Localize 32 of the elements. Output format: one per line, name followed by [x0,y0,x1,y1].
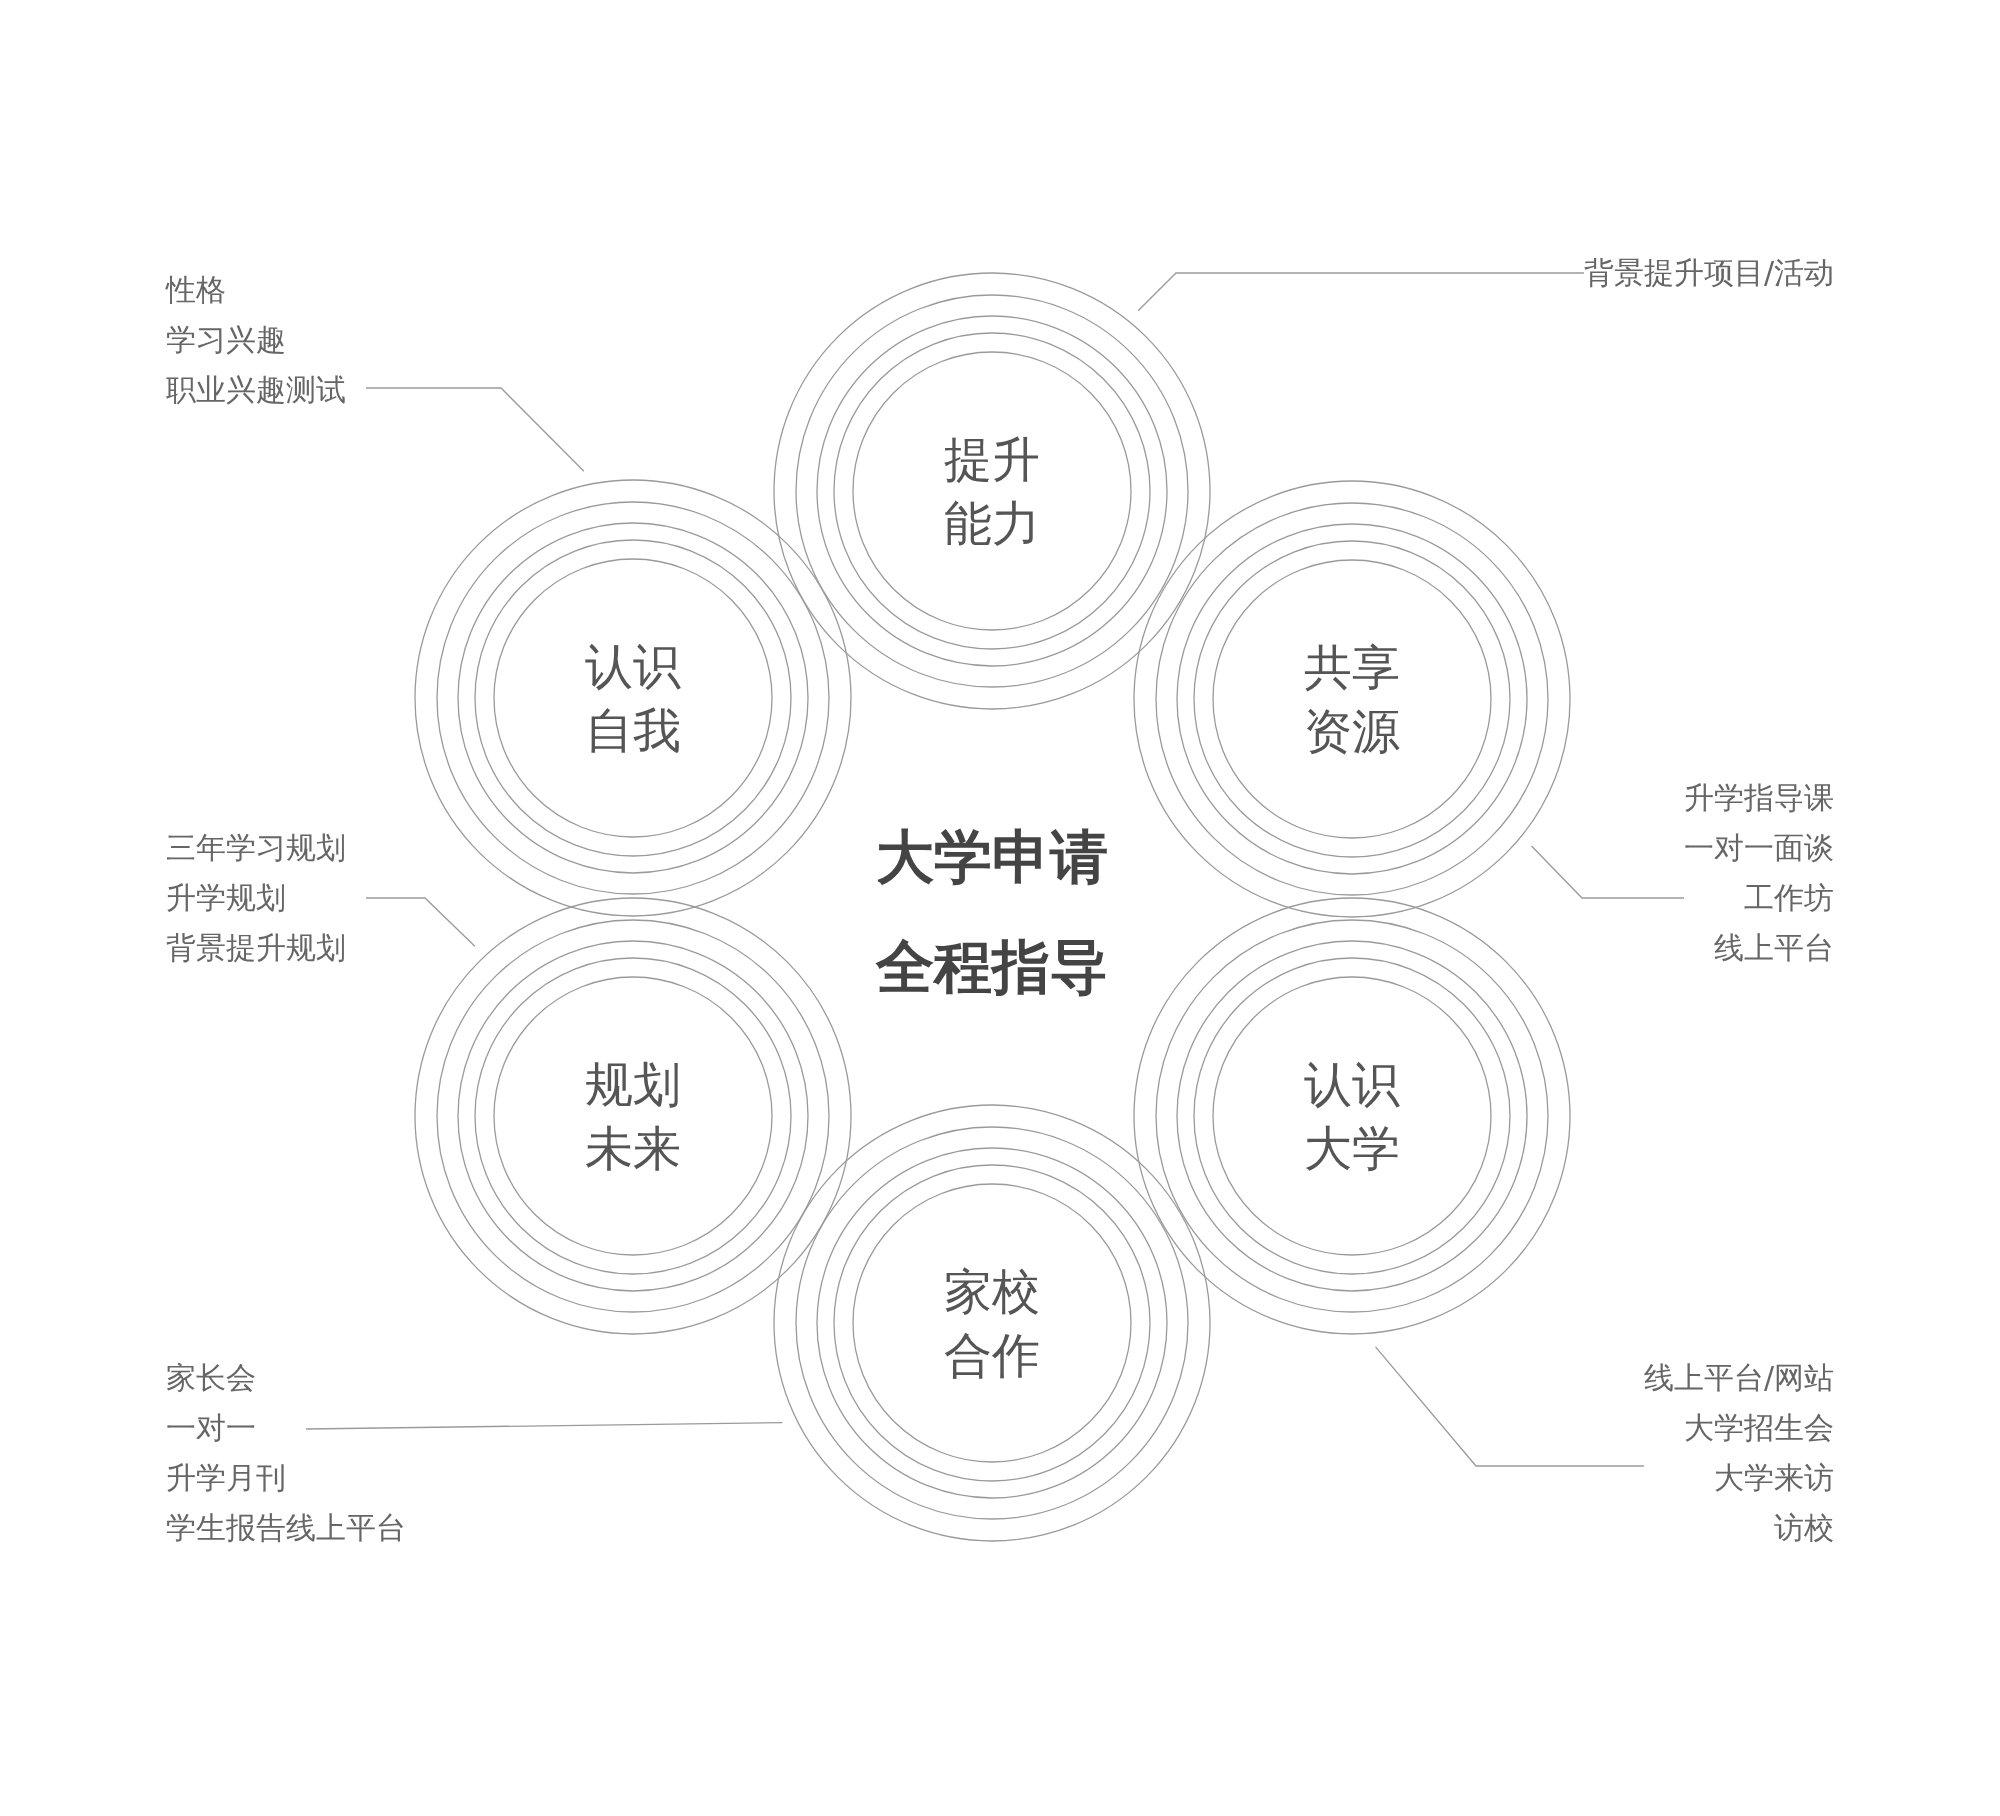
note-text: 职业兴趣测试 [166,371,346,409]
circle-label: 认识大学 [1303,1055,1401,1178]
circle-label: 共享资源 [1303,638,1401,761]
leader-line [1137,272,1585,312]
circle-label: 提升能力 [943,430,1041,553]
note-text: 学生报告线上平台 [166,1509,406,1547]
note-text: 大学招生会 [1683,1409,1834,1447]
note-text: 升学月刊 [166,1459,287,1497]
note-text: 背景提升规划 [166,929,346,967]
leader-line [365,897,476,947]
note-text: 升学规划 [166,879,287,917]
note-text: 性格 [166,271,227,309]
circle-label: 家校合作 [943,1262,1041,1385]
note-text: 一对一面谈 [1684,829,1834,867]
leader-line [305,1421,784,1430]
note-text: 线上平台/网站 [1643,1359,1834,1397]
leader-line [1530,845,1685,899]
note-text: 一对一 [166,1409,257,1447]
note-text: 家长会 [166,1359,257,1397]
circle-label: 认识自我 [584,637,682,760]
note-text: 学习兴趣 [166,321,287,359]
note-text: 大学来访 [1713,1459,1834,1497]
note-text: 访校 [1773,1509,1834,1547]
leader-line [1374,1346,1645,1467]
note-text: 三年学习规划 [166,829,346,867]
leader-line [365,387,585,472]
circle-label: 规划未来 [584,1055,682,1178]
note-text: 工作坊 [1743,879,1834,917]
note-text: 升学指导课 [1684,779,1834,817]
note-text: 线上平台 [1713,929,1834,967]
note-text: 背景提升项目/活动 [1583,254,1834,292]
title-text: 大学申请全程指导 [874,822,1109,1003]
